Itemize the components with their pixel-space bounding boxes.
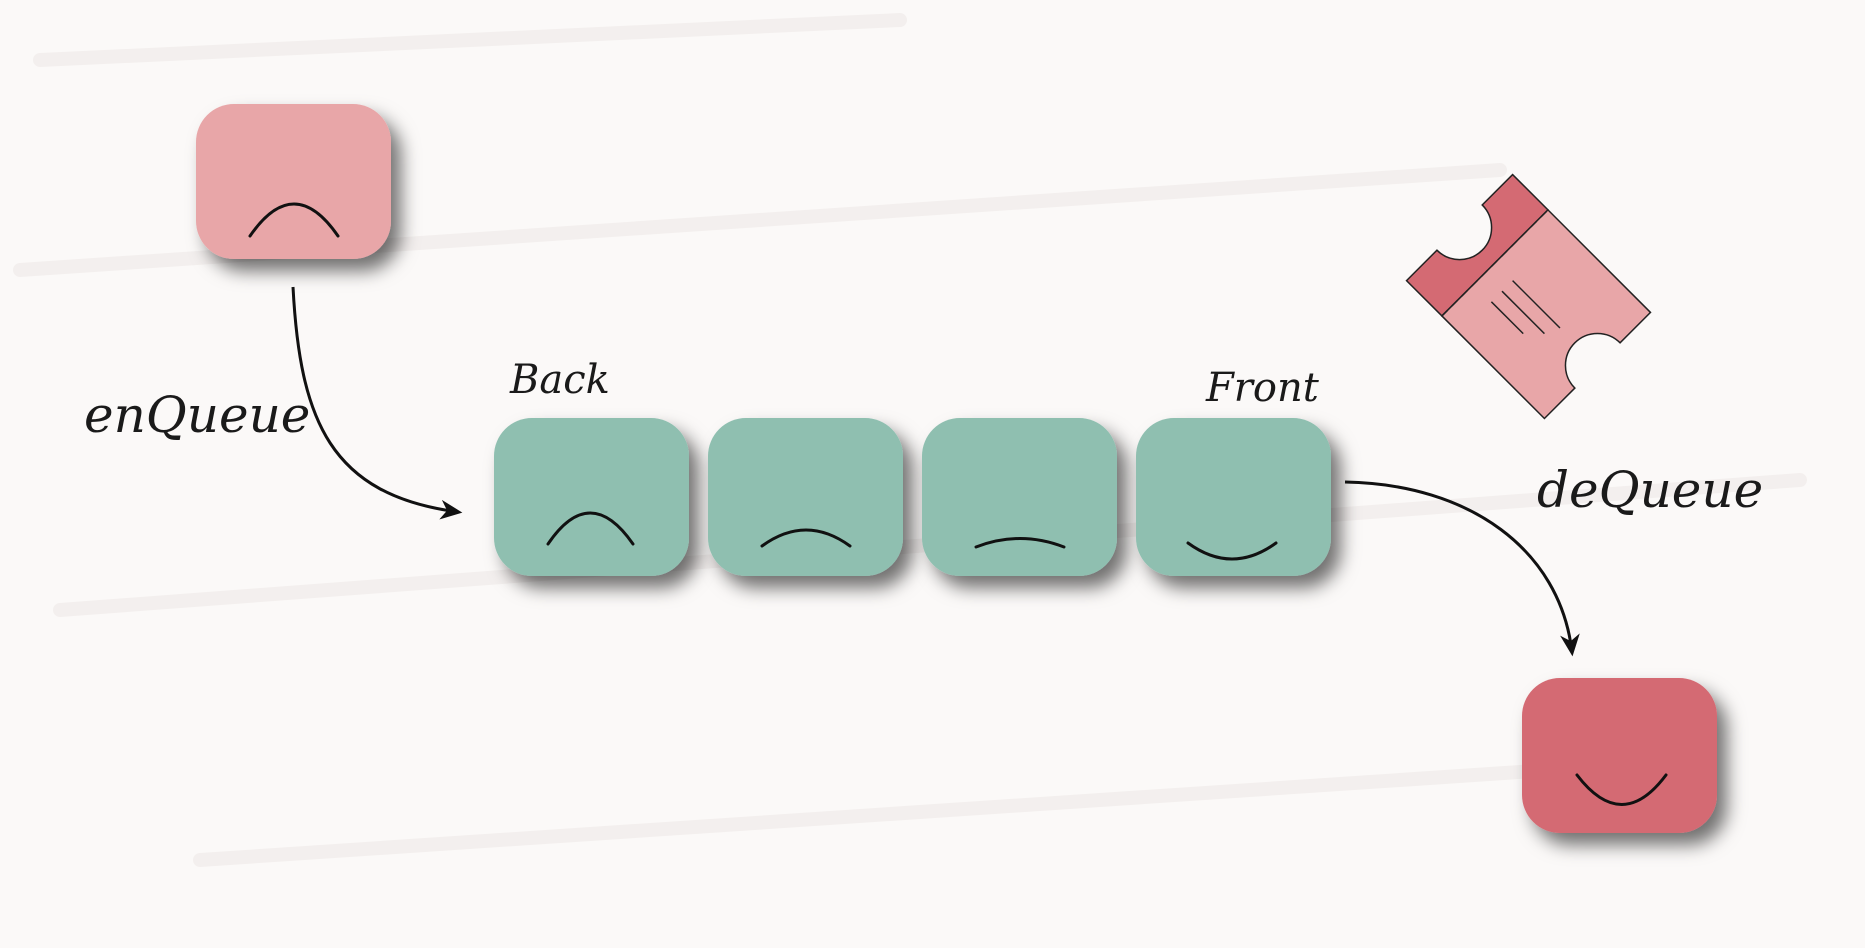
queue-element: [708, 418, 903, 576]
outgoing-box: [1522, 678, 1717, 833]
incoming-element: [196, 104, 391, 259]
frown-face-icon: [248, 202, 340, 238]
ticket-icon: [1405, 173, 1652, 420]
outgoing-element: [1522, 678, 1717, 833]
queue-element: [494, 418, 689, 576]
ticket-stub: [1405, 173, 1550, 318]
queue-element: [922, 418, 1117, 576]
front-label: Front: [1205, 365, 1320, 411]
frown-face-icon: [546, 511, 635, 546]
slight-frown-face-icon: [760, 528, 852, 548]
queue-box: [1136, 418, 1331, 576]
queue-element: [1136, 418, 1331, 576]
back-label: Back: [509, 357, 610, 403]
dequeue-label: deQueue: [1537, 461, 1763, 519]
enqueue-label: enQueue: [84, 386, 310, 444]
queue-box: [708, 418, 903, 576]
enqueue-arrow: [291, 286, 463, 520]
smile-face-icon: [1575, 773, 1668, 806]
neutral-face-icon: [974, 537, 1066, 549]
smile-face-icon: [1186, 541, 1278, 561]
queue: [494, 418, 1331, 576]
queue-box: [494, 418, 689, 576]
dequeue-arrow: [1344, 480, 1580, 657]
queue-box: [922, 418, 1117, 576]
incoming-box: [196, 104, 391, 259]
